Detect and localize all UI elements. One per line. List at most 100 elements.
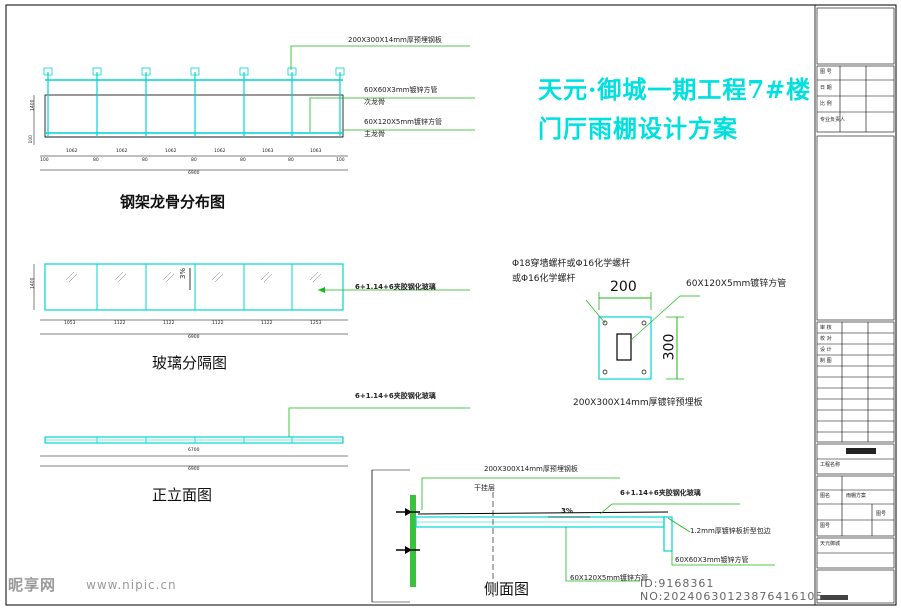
- tb-row-5: 审 核: [820, 325, 832, 331]
- tb-row-1: 图 号: [820, 69, 832, 75]
- sheet-border: [5, 4, 897, 606]
- watermark-id: ID:9168361 NO:20240630123876416105: [640, 577, 824, 603]
- plate-width-dim: 200: [610, 279, 637, 295]
- tb-sheet-value: 图号: [876, 511, 887, 517]
- project-title-line1: 天元·御城一期工程7#楼: [538, 75, 812, 104]
- callout-elevation-glass: 6+1.14+6夹胶钢化玻璃: [355, 392, 436, 400]
- dim-seg-11: 1063: [310, 149, 322, 154]
- frame-plan-view: [33, 45, 475, 171]
- callout-main-tube: 60X120X5mm镀锌方管: [364, 118, 442, 126]
- title-block-mark: [820, 595, 848, 600]
- section-glass-label: 6+1.14+6夹胶钢化玻璃: [620, 489, 701, 497]
- dim-seg-6: 80: [191, 158, 197, 163]
- bolt-note-2: 或Φ16化学螺杆: [512, 274, 576, 284]
- bolt-hole-bl: [602, 369, 608, 375]
- side-dim-1400: 1400: [30, 99, 36, 111]
- callout-main-name: 主龙骨: [364, 130, 385, 138]
- dim-seg-2: 80: [93, 158, 99, 163]
- leader-elevation-glass: [288, 407, 470, 437]
- frame-posts: [47, 72, 341, 137]
- tb-row-3: 比 例: [820, 101, 832, 107]
- tb-drawing-name: 图名: [820, 493, 831, 499]
- bolt-note-1: Φ18穿墙螺杆或Φ16化学螺杆: [512, 259, 631, 269]
- leader-flashing: [667, 517, 691, 533]
- title-block: [816, 7, 895, 604]
- section-main-label: 60X120X5mm镀锌方管: [570, 574, 648, 582]
- leader-section-glass: [599, 503, 740, 515]
- plate-detail-view: [585, 292, 700, 380]
- watermark-site: www.nipic.cn: [86, 578, 177, 592]
- callout-glass: 6+1.14+6夹胶钢化玻璃: [355, 283, 436, 291]
- glass-plan-view: [33, 263, 470, 335]
- dim-seg-7: 1062: [214, 149, 226, 154]
- dim-total-frame: 6900: [188, 171, 200, 176]
- leader-secondary: [309, 97, 475, 132]
- glass-outline: [44, 263, 344, 311]
- slope-label-glass: 3%: [179, 267, 188, 280]
- leader-section-sec: [671, 551, 775, 566]
- section-secondary-label: 60X60X3mm镀锌方管: [675, 556, 749, 564]
- elev-dim-total: 6900: [188, 467, 200, 472]
- watermark-brand: 昵享网: [8, 576, 57, 594]
- dim-seg-4: 80: [142, 158, 148, 163]
- tb-project-value: 天元御城: [820, 541, 841, 547]
- plate-caption: 200X300X14mm厚镀锌预埋板: [573, 398, 703, 408]
- glass-hatch: [65, 271, 322, 283]
- leader-embed: [290, 45, 470, 70]
- side-dim-100: 100: [29, 134, 35, 144]
- section-end-tube: [663, 516, 673, 552]
- project-title-line2: 门厅雨棚设计方案: [538, 114, 738, 143]
- bolt-hole-tl: [602, 320, 608, 326]
- tb-drawing-value: 雨棚方案: [846, 493, 867, 499]
- plate-height-dim: 300: [661, 333, 678, 361]
- frame-outline: [44, 94, 344, 138]
- dim-seg-8: 80: [240, 158, 246, 163]
- view-title-glass: 玻璃分隔图: [152, 354, 228, 372]
- glass-side-dim: 1400: [30, 277, 36, 289]
- leader-section-main: [565, 527, 640, 582]
- view-title-elevation: 正立面图: [152, 486, 213, 504]
- wall-band: [410, 495, 416, 587]
- tb-row-2: 日 期: [820, 85, 832, 91]
- dim-seg-10: 80: [288, 158, 294, 163]
- glass-dim-6: 1253: [310, 321, 322, 326]
- glass-mullions: [96, 264, 293, 310]
- leader-tube: [630, 295, 700, 341]
- callout-secondary-tube: 60X60X3mm镀锌方管: [364, 86, 438, 94]
- tube-section: [616, 333, 632, 361]
- embed-plate-outline: [598, 316, 652, 380]
- title-block-stamp: [846, 448, 876, 454]
- bolt-hole-br: [641, 369, 647, 375]
- glass-dim-2: 1122: [114, 321, 126, 326]
- elev-dim-inner: 6700: [188, 448, 200, 453]
- callout-embed-plate: 200X300X14mm厚预埋钢板: [348, 36, 442, 44]
- dim-seg-5: 1062: [165, 149, 177, 154]
- dim-seg-9: 1063: [262, 149, 274, 154]
- leader-section-embed: [421, 477, 620, 510]
- leader-bolt: [585, 299, 606, 324]
- elevation-view: [40, 407, 470, 467]
- tb-sheet-no: 图号: [820, 523, 831, 529]
- tb-row-7: 设 计: [820, 347, 832, 353]
- view-title-frame: 钢架龙骨分布图: [120, 193, 226, 211]
- tb-row-4: 专业负责人: [820, 117, 846, 123]
- section-slope-label: 3%: [561, 507, 573, 515]
- glass-dim-5: 1122: [261, 321, 273, 326]
- plate-tube-label: 60X120X5mm镀锌方管: [686, 279, 787, 289]
- dim-end-right: 100: [336, 158, 345, 163]
- dim-seg-3: 1062: [116, 149, 128, 154]
- glass-dim-1: 1053: [64, 321, 76, 326]
- section-embed-label: 200X300X14mm厚预埋钢板: [484, 465, 578, 473]
- dim-end-left: 100: [40, 158, 49, 163]
- glass-dim-total: 6900: [188, 335, 200, 340]
- view-title-section: 侧面图: [484, 580, 530, 598]
- section-glass: [417, 511, 669, 515]
- embed-plates: [43, 67, 345, 76]
- bolt-hole-tr: [641, 320, 647, 326]
- leader-glass-arrow: [318, 287, 325, 293]
- section-wall-label: 干挂层: [474, 484, 495, 492]
- glass-dim-4: 1122: [212, 321, 224, 326]
- tb-row-8: 制 图: [820, 358, 832, 364]
- tb-row-6: 校 对: [820, 336, 832, 342]
